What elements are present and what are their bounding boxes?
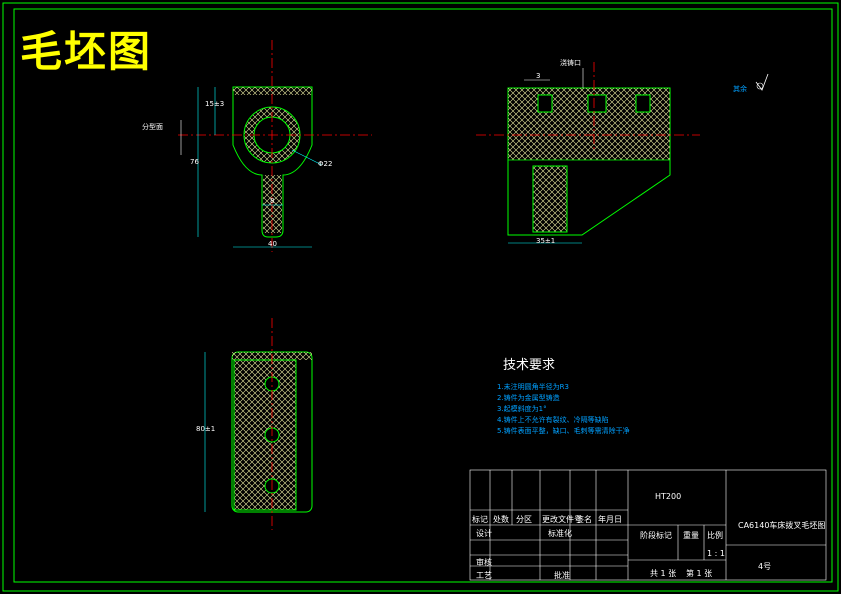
requirement-5: 5.铸件表面平整，缺口、毛刺等需清除干净: [497, 427, 630, 435]
tb-weight: 重量: [683, 531, 699, 540]
part-name: CA6140车床拨叉毛坯图: [738, 521, 826, 530]
dim-side-width: 35±1: [536, 237, 556, 245]
tb-sheet-total: 共 1 张: [650, 569, 677, 578]
tb-review: 审核: [476, 558, 492, 567]
dim-total-height: 76: [190, 158, 199, 166]
tb-drawing-no: 4号: [758, 562, 772, 571]
tb-count: 处数: [493, 515, 509, 524]
drawing-title: 毛坯图: [20, 27, 153, 76]
parting-label: 分型面: [142, 123, 163, 131]
requirement-1: 1.未注明圆角半径为R3: [497, 383, 569, 391]
requirements-heading: 技术要求: [503, 358, 556, 373]
requirement-3: 3.起模斜度为1°: [497, 405, 547, 413]
tb-approve: 批准: [554, 571, 570, 580]
material: HT200: [655, 492, 682, 501]
requirement-2: 2.铸件为金属型铸造: [497, 394, 560, 402]
top-view: [204, 318, 313, 530]
tb-process: 工艺: [476, 571, 492, 580]
tb-date: 年月日: [598, 515, 622, 524]
dim-bore: Φ22: [318, 160, 333, 168]
rest-label: 其余: [733, 85, 747, 93]
tb-design: 设计: [476, 529, 492, 538]
gate-label: 浇铸口: [560, 59, 581, 67]
title-block: [469, 469, 827, 581]
dim-width: 40: [268, 240, 277, 248]
side-view: [476, 62, 700, 244]
tb-scale-label: 比例: [707, 531, 723, 540]
tb-change-doc: 更改文件号: [542, 515, 582, 524]
tb-stage: 阶段标记: [640, 531, 672, 540]
front-view: [178, 40, 372, 252]
tb-sign: 签名: [576, 515, 592, 524]
requirement-4: 4.铸件上不允许有裂纹、冷隔等缺陷: [497, 416, 609, 424]
tb-sheet-no: 第 1 张: [686, 569, 713, 578]
tb-zone: 分区: [516, 515, 532, 524]
tb-marker: 标记: [472, 515, 488, 524]
dim-flange-height: 15±3: [205, 100, 225, 108]
dim-rib: 8: [270, 197, 275, 205]
inner-border: [13, 8, 833, 583]
tb-scale: 1 : 1: [707, 549, 725, 558]
dim-gate: 3: [536, 72, 541, 80]
dim-length: 80±1: [196, 425, 216, 433]
tb-standard: 标准化: [548, 529, 572, 538]
